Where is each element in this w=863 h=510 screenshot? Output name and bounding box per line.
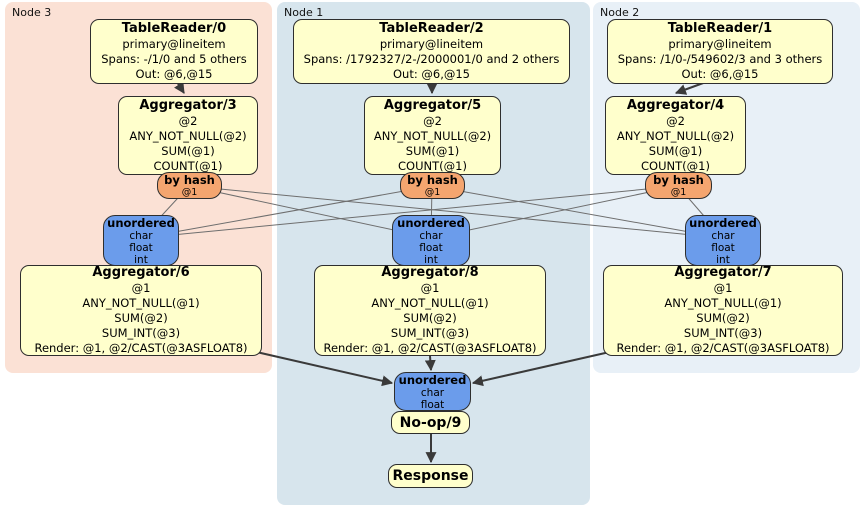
node-title: Aggregator/3 — [139, 97, 237, 113]
node-detail: COUNT(@1) — [398, 158, 467, 173]
node-detail: float — [711, 241, 735, 254]
node-title: Aggregator/8 — [381, 265, 479, 280]
node-title: by hash — [164, 172, 215, 187]
node-detail: ANY_NOT_NULL(@2) — [616, 128, 735, 143]
node-detail: Out: @6,@15 — [135, 67, 213, 81]
region-node2-label: Node 2 — [600, 6, 640, 19]
node-unordered-2: unordered char float int — [685, 215, 761, 266]
node-detail: @1 — [713, 281, 733, 295]
node-title: unordered — [107, 215, 175, 230]
node-noop-9: No-op/9 — [391, 411, 470, 434]
node-title: by hash — [653, 172, 704, 187]
node-response: Response — [388, 464, 473, 488]
node-tablereader-1: TableReader/1 primary@lineitem Spans: /1… — [607, 19, 833, 84]
node-detail: Spans: -/1/0 and 5 others — [101, 52, 247, 66]
node-detail: char — [420, 386, 445, 399]
node-detail: char — [711, 229, 735, 242]
node-detail: SUM(@2) — [114, 311, 168, 325]
node-detail: @1 — [424, 186, 441, 198]
node-title: TableReader/1 — [667, 21, 773, 36]
node-detail: char — [129, 229, 153, 242]
node-detail: float — [129, 241, 153, 254]
node-byhash-3: by hash @1 — [157, 172, 222, 199]
region-node1-label: Node 1 — [284, 6, 324, 19]
node-detail: @1 — [420, 281, 440, 295]
node-unordered-1: unordered char float int — [392, 215, 470, 266]
node-detail: SUM(@2) — [403, 311, 457, 325]
node-detail: primary@lineitem — [379, 37, 484, 51]
node-detail: Render: @1, @2/CAST(@3ASFLOAT8) — [323, 341, 537, 355]
node-tablereader-0: TableReader/0 primary@lineitem Spans: -/… — [90, 19, 258, 84]
node-aggregator-5: Aggregator/5 @2 ANY_NOT_NULL(@2) SUM(@1)… — [364, 96, 501, 175]
region-node3-label: Node 3 — [12, 6, 52, 19]
node-detail: ANY_NOT_NULL(@1) — [371, 296, 489, 310]
node-detail: float — [420, 398, 445, 411]
node-detail: ANY_NOT_NULL(@1) — [82, 296, 200, 310]
node-title: unordered — [689, 215, 757, 230]
node-detail: Out: @6,@15 — [681, 67, 759, 81]
node-detail: int — [134, 253, 148, 266]
node-detail: SUM_INT(@3) — [683, 326, 763, 340]
node-detail: SUM(@2) — [696, 311, 750, 325]
node-detail: ANY_NOT_NULL(@2) — [129, 128, 247, 143]
node-detail: primary@lineitem — [668, 37, 772, 51]
node-tablereader-2: TableReader/2 primary@lineitem Spans: /1… — [293, 19, 570, 84]
node-aggregator-7: Aggregator/7 @1 ANY_NOT_NULL(@1) SUM(@2)… — [603, 265, 843, 356]
node-detail: char — [419, 229, 443, 242]
node-aggregator-6: Aggregator/6 @1 ANY_NOT_NULL(@1) SUM(@2)… — [20, 265, 262, 356]
node-detail: int — [424, 253, 438, 266]
node-title: Aggregator/7 — [674, 265, 772, 280]
node-detail: @2 — [178, 113, 198, 128]
node-detail: int — [716, 253, 730, 266]
node-detail: @2 — [666, 113, 685, 128]
node-detail: COUNT(@1) — [153, 158, 223, 173]
node-title: unordered — [397, 215, 465, 230]
node-detail: float — [419, 241, 443, 254]
node-title: TableReader/0 — [121, 21, 227, 36]
node-title: unordered — [398, 372, 467, 387]
node-detail: SUM(@1) — [648, 143, 703, 158]
node-aggregator-4: Aggregator/4 @2 ANY_NOT_NULL(@2) SUM(@1)… — [605, 96, 746, 175]
node-unordered-3: unordered char float int — [103, 215, 179, 266]
node-title: Aggregator/5 — [383, 97, 482, 113]
node-byhash-2: by hash @1 — [645, 172, 712, 199]
node-detail: Spans: /1/0-/549602/3 and 3 others — [617, 52, 823, 66]
node-title: No-op/9 — [399, 414, 462, 431]
node-title: Aggregator/6 — [92, 265, 190, 280]
node-detail: @1 — [670, 186, 687, 198]
node-title: Aggregator/4 — [626, 97, 725, 113]
node-title: TableReader/2 — [379, 21, 484, 36]
node-detail: primary@lineitem — [122, 37, 226, 51]
node-detail: Out: @6,@15 — [393, 67, 470, 81]
node-detail: Render: @1, @2/CAST(@3ASFLOAT8) — [34, 341, 248, 355]
node-detail: SUM_INT(@3) — [390, 326, 470, 340]
node-aggregator-3: Aggregator/3 @2 ANY_NOT_NULL(@2) SUM(@1)… — [118, 96, 258, 175]
node-detail: SUM(@1) — [161, 143, 215, 158]
node-title: Response — [392, 468, 469, 484]
node-detail: ANY_NOT_NULL(@2) — [373, 128, 492, 143]
node-byhash-1: by hash @1 — [400, 172, 465, 199]
node-detail: SUM(@1) — [405, 143, 460, 158]
node-detail: @1 — [181, 186, 198, 198]
node-detail: ANY_NOT_NULL(@1) — [664, 296, 782, 310]
node-detail: COUNT(@1) — [641, 158, 710, 173]
node-unordered-final: unordered char float — [394, 372, 471, 411]
node-detail: Spans: /1792327/2-/2000001/0 and 2 other… — [303, 52, 560, 66]
node-detail: Render: @1, @2/CAST(@3ASFLOAT8) — [616, 341, 830, 355]
node-detail: SUM_INT(@3) — [101, 326, 181, 340]
node-detail: @1 — [131, 281, 151, 295]
node-detail: @2 — [423, 113, 442, 128]
node-aggregator-8: Aggregator/8 @1 ANY_NOT_NULL(@1) SUM(@2)… — [314, 265, 546, 356]
node-title: by hash — [407, 172, 458, 187]
